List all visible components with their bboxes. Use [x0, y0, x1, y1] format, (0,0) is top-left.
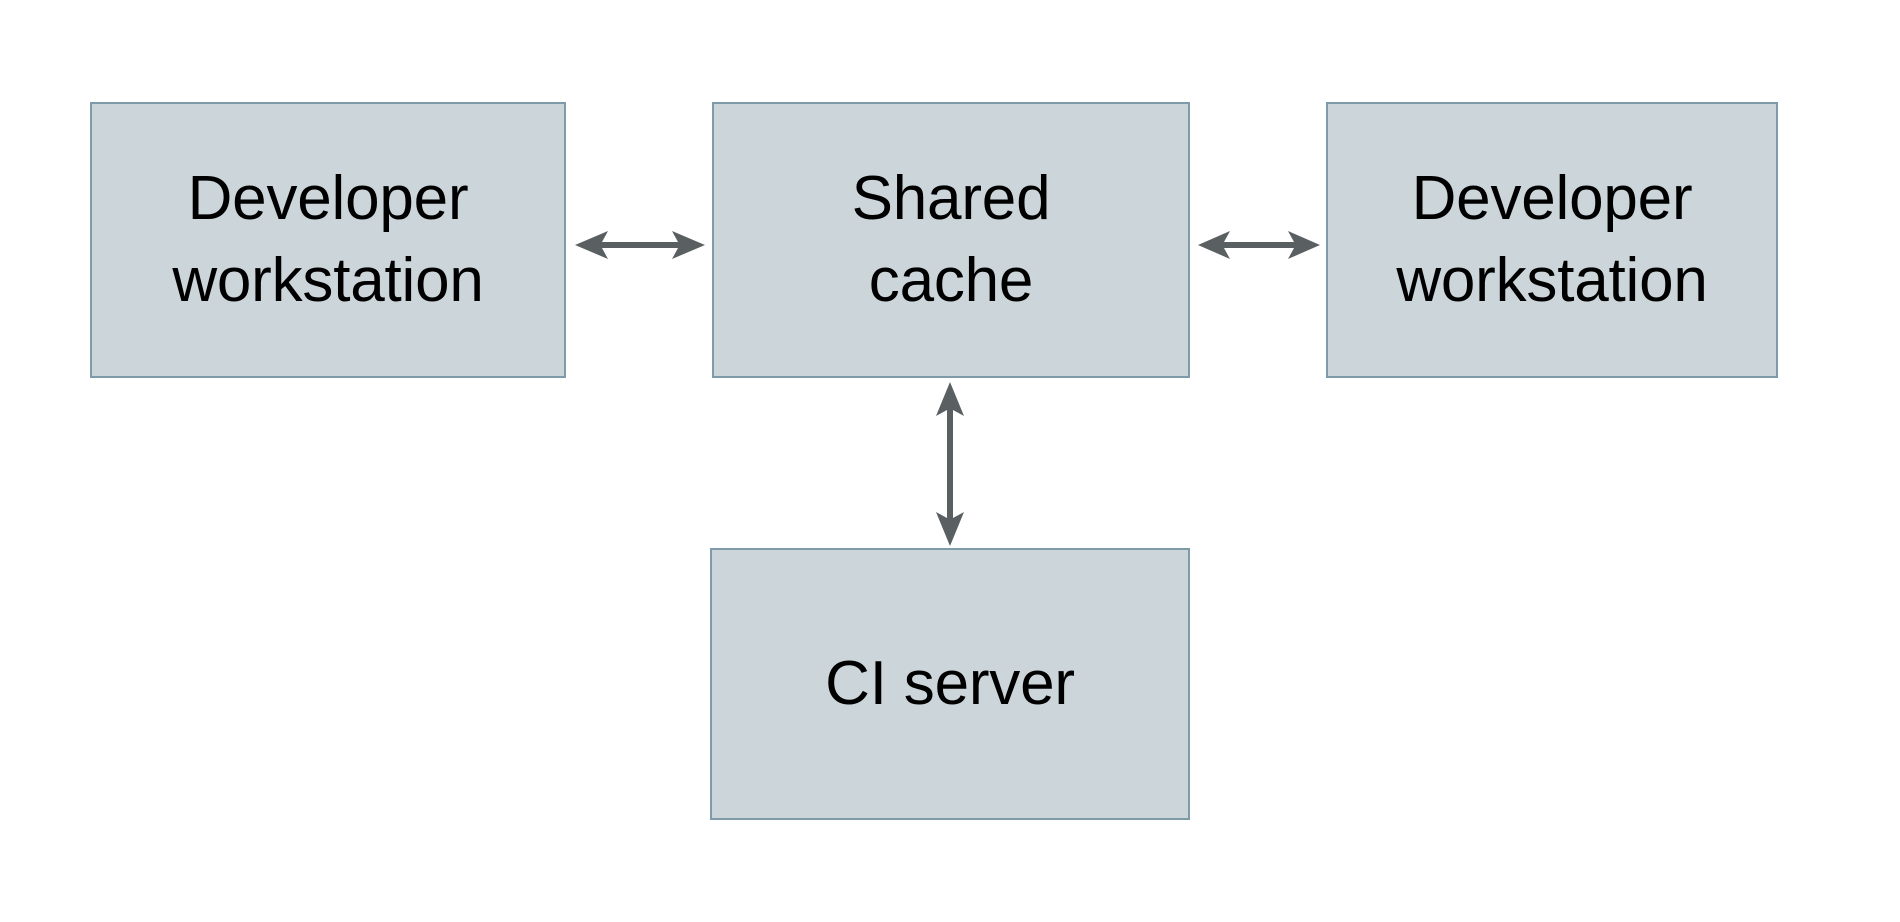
connector-cache-to-dev-right: [1198, 231, 1320, 259]
node-label: Developer workstation: [172, 164, 484, 315]
node-shared-cache[interactable]: Shared cache: [712, 102, 1190, 378]
double-headed-arrow-icon: [575, 231, 705, 259]
node-developer-workstation-left[interactable]: Developer workstation: [90, 102, 566, 378]
node-label: Shared cache: [851, 164, 1051, 315]
connector-cache-to-ci-server: [936, 382, 964, 546]
connector-dev-left-to-cache: [575, 231, 705, 259]
double-headed-arrow-icon: [1198, 231, 1320, 259]
double-headed-arrow-icon: [936, 382, 964, 546]
node-ci-server[interactable]: CI server: [710, 548, 1190, 820]
node-label: Developer workstation: [1396, 164, 1708, 315]
node-developer-workstation-right[interactable]: Developer workstation: [1326, 102, 1778, 378]
node-label: CI server: [825, 649, 1075, 719]
